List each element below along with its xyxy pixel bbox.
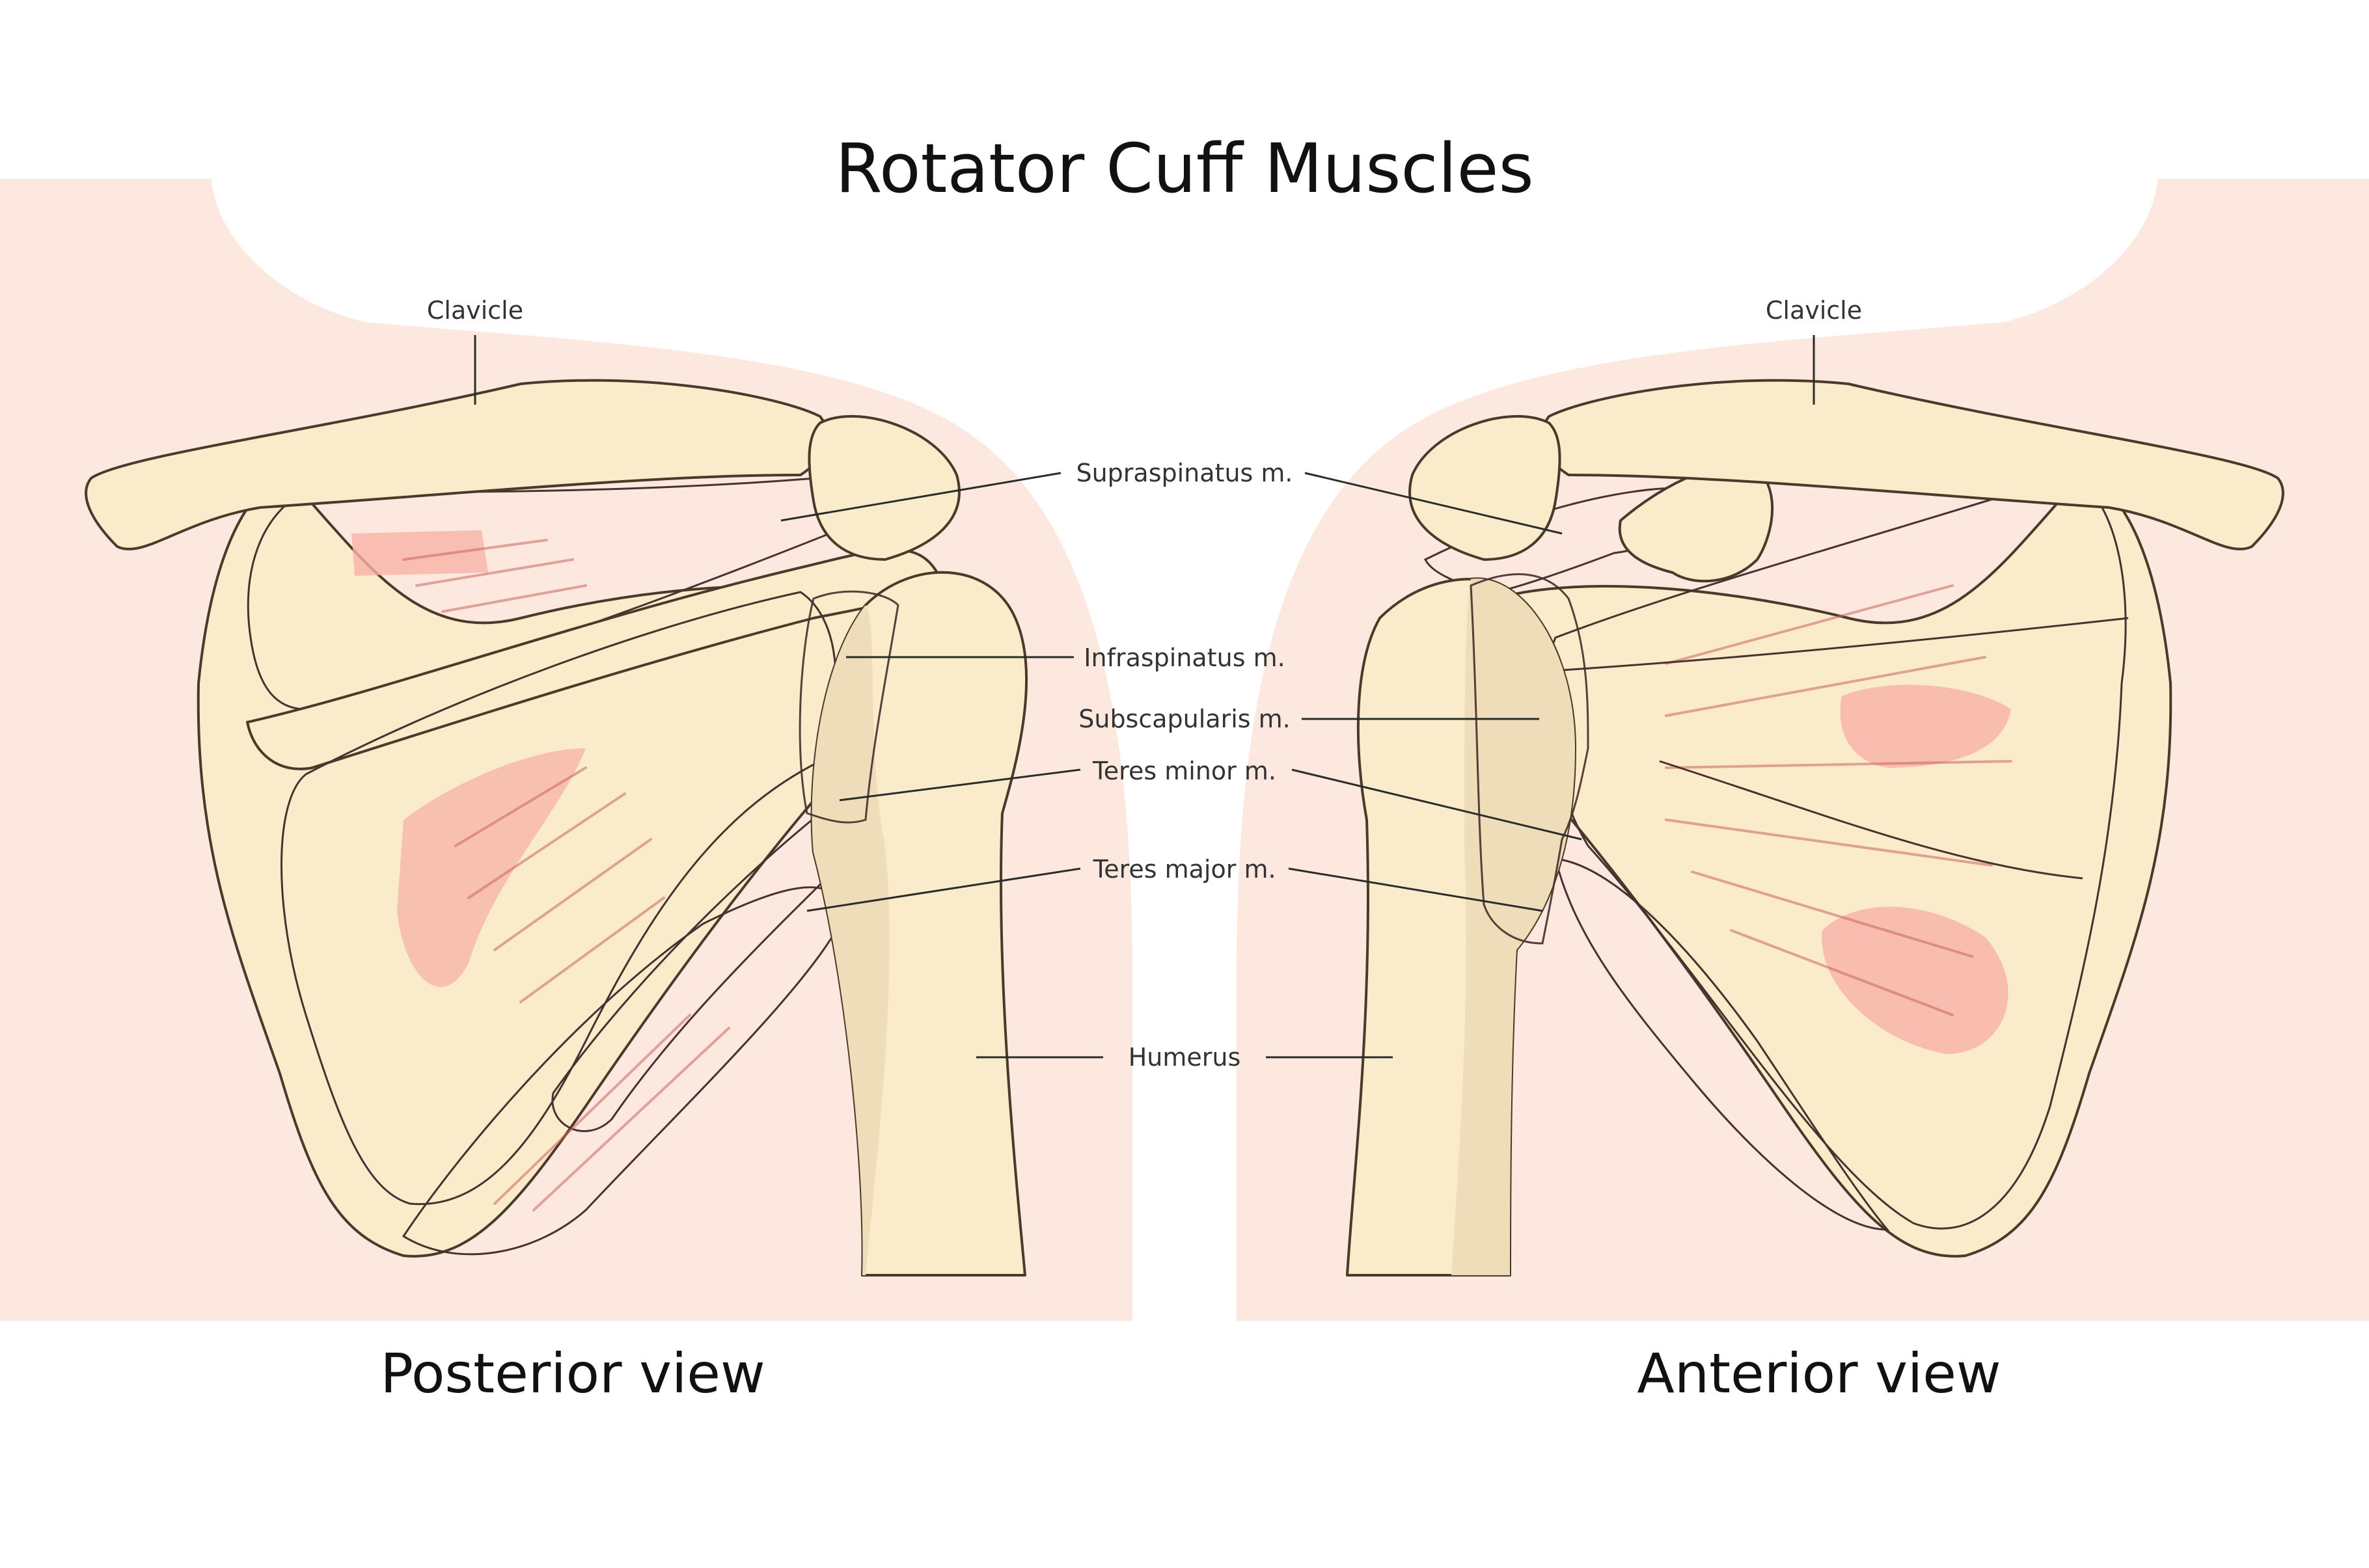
anterior-subscapularis-division: [1659, 760, 2083, 880]
caption-posterior-view: Posterior view: [380, 1342, 765, 1405]
labels: Clavicle Clavicle Supraspinatus m. Infra…: [427, 296, 1862, 1072]
posterior-cuff-tendon: [799, 590, 899, 824]
leader-teres-major-posterior: [806, 867, 1081, 912]
anterior-subscapularis-fiber: [1665, 760, 2012, 769]
posterior-supraspinatus-fiber: [441, 584, 587, 613]
posterior-supraspinatus-fiber: [415, 558, 574, 587]
label-supraspinatus: Supraspinatus m.: [1076, 459, 1293, 487]
label-teres-minor: Teres minor m.: [1092, 757, 1276, 785]
posterior-scapula: [197, 474, 903, 1258]
leader-teres-minor-posterior: [839, 768, 1081, 802]
anterior-subscapularis-highlight-lower: [1822, 906, 2008, 1054]
anterior-subscapularis-fiber: [1691, 871, 1973, 958]
posterior-teres-major-fiber: [493, 1014, 691, 1205]
posterior-clavicle: [85, 379, 830, 550]
anterior-teres-major-muscle: [1554, 858, 1890, 1231]
posterior-infraspinatus-fiber: [467, 792, 626, 899]
anterior-humerus-shadow: [1451, 578, 1575, 1275]
label-clavicle-right: Clavicle: [1766, 296, 1862, 325]
caption-anterior-view: Anterior view: [1637, 1342, 2001, 1405]
diagram-title: Rotator Cuff Muscles: [835, 129, 1533, 208]
posterior-acromion: [808, 414, 961, 561]
label-clavicle-left: Clavicle: [427, 296, 523, 325]
label-humerus: Humerus: [1129, 1043, 1241, 1072]
posterior-view: [0, 179, 1132, 1321]
anterior-view: [1237, 179, 2369, 1321]
anterior-subscapularis-fiber: [1730, 929, 1954, 1016]
anterior-subscapularis-division: [1561, 617, 2129, 671]
posterior-infraspinatus-fiber: [519, 897, 665, 1003]
posterior-infraspinatus-fiber: [493, 838, 652, 951]
leader-supraspinatus-posterior: [780, 472, 1061, 522]
anterior-subscapularis-highlight-upper: [1840, 684, 2011, 768]
posterior-infraspinatus-highlight: [397, 748, 586, 988]
anterior-subscapularis-fiber: [1665, 818, 1993, 867]
posterior-supraspinatus-muscle: [247, 474, 884, 710]
anterior-subscapularis-fiber: [1665, 656, 1986, 717]
anterior-cuff-tendon: [1470, 573, 1589, 945]
anterior-subscapularis-fiber: [1665, 584, 1954, 665]
posterior-teres-major-fiber: [532, 1027, 730, 1211]
leader-supraspinatus-anterior: [1304, 472, 1563, 535]
leader-teres-major-anterior: [1288, 867, 1543, 912]
anterior-scapula: [1466, 474, 2172, 1258]
label-teres-major: Teres major m.: [1092, 855, 1276, 884]
label-subscapularis: Subscapularis m.: [1078, 705, 1291, 733]
posterior-supraspinatus-highlight: [351, 530, 488, 576]
label-infraspinatus: Infraspinatus m.: [1084, 643, 1285, 672]
posterior-infraspinatus-muscle: [281, 591, 837, 1206]
anterior-clavicle: [1539, 379, 2284, 550]
posterior-infraspinatus-fiber: [454, 766, 587, 847]
posterior-supraspinatus-fiber: [402, 539, 548, 561]
leader-teres-minor-anterior: [1291, 768, 1582, 841]
